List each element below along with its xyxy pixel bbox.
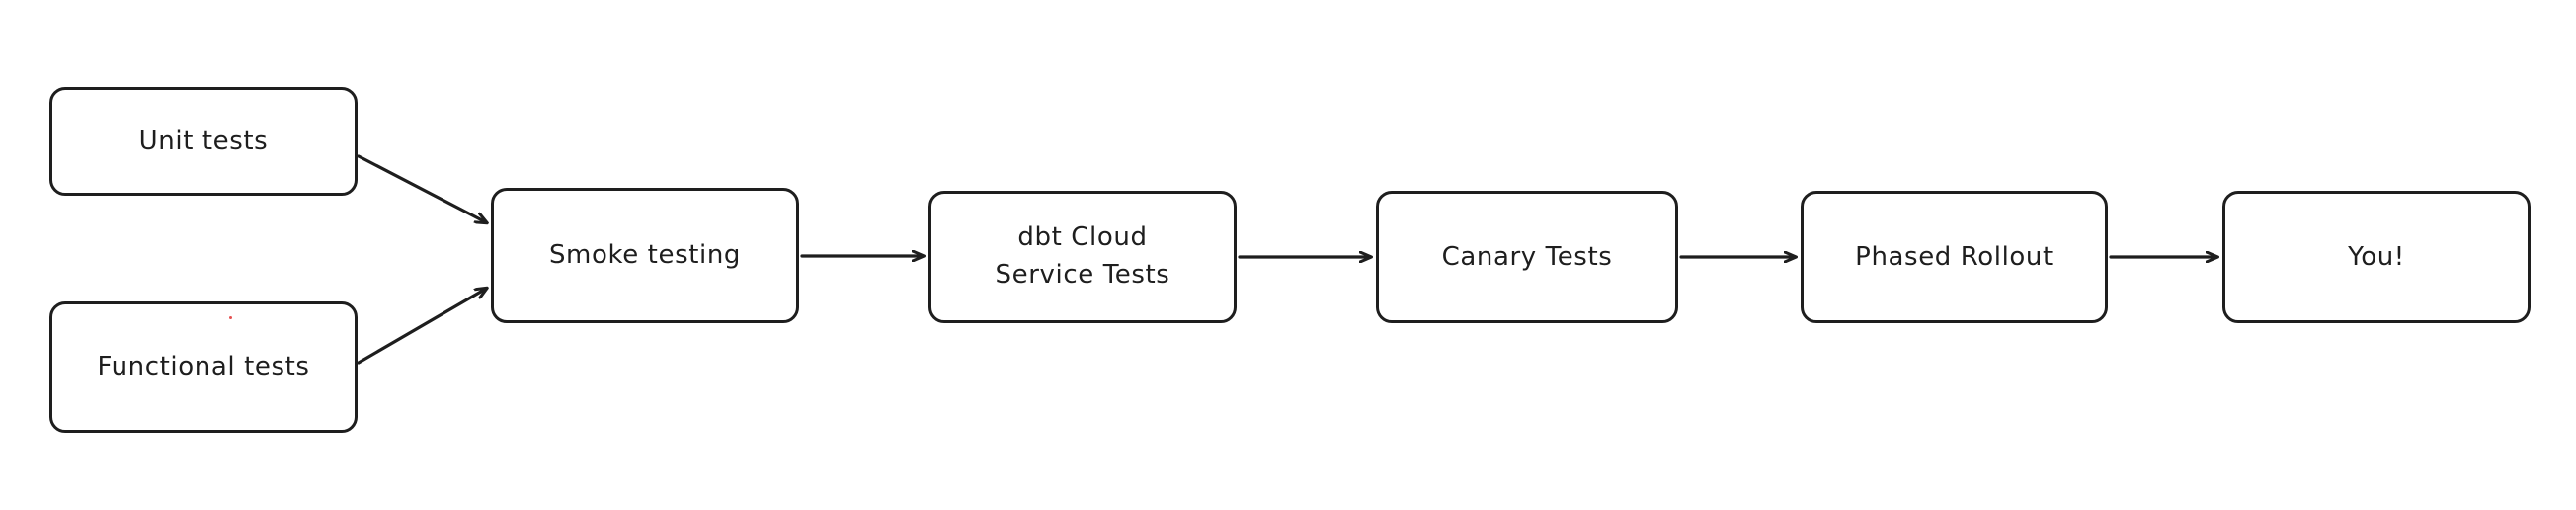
edge-functional-tests-to-smoke-testing: [357, 289, 486, 365]
node-canary-tests-label: Canary Tests: [1441, 241, 1613, 272]
node-phased-rollout[interactable]: Phased Rollout: [1801, 191, 2108, 323]
stray-pixel-artifact: [229, 316, 232, 319]
node-dbt-cloud-service-tests[interactable]: dbt Cloud Service Tests: [928, 191, 1237, 323]
node-canary-tests[interactable]: Canary Tests: [1376, 191, 1678, 323]
node-phased-rollout-label: Phased Rollout: [1855, 241, 2053, 272]
node-unit-tests[interactable]: Unit tests: [49, 87, 358, 196]
node-dbt-cloud-service-tests-label: dbt Cloud Service Tests: [995, 222, 1170, 290]
node-functional-tests[interactable]: Functional tests: [49, 301, 358, 433]
node-smoke-testing-label: Smoke testing: [548, 240, 742, 271]
node-you[interactable]: You!: [2222, 191, 2531, 323]
node-smoke-testing[interactable]: Smoke testing: [491, 188, 799, 323]
node-unit-tests-label: Unit tests: [138, 126, 269, 156]
edge-unit-tests-to-smoke-testing: [357, 154, 486, 222]
node-you-label: You!: [2348, 241, 2405, 272]
node-functional-tests-label: Functional tests: [97, 352, 310, 382]
